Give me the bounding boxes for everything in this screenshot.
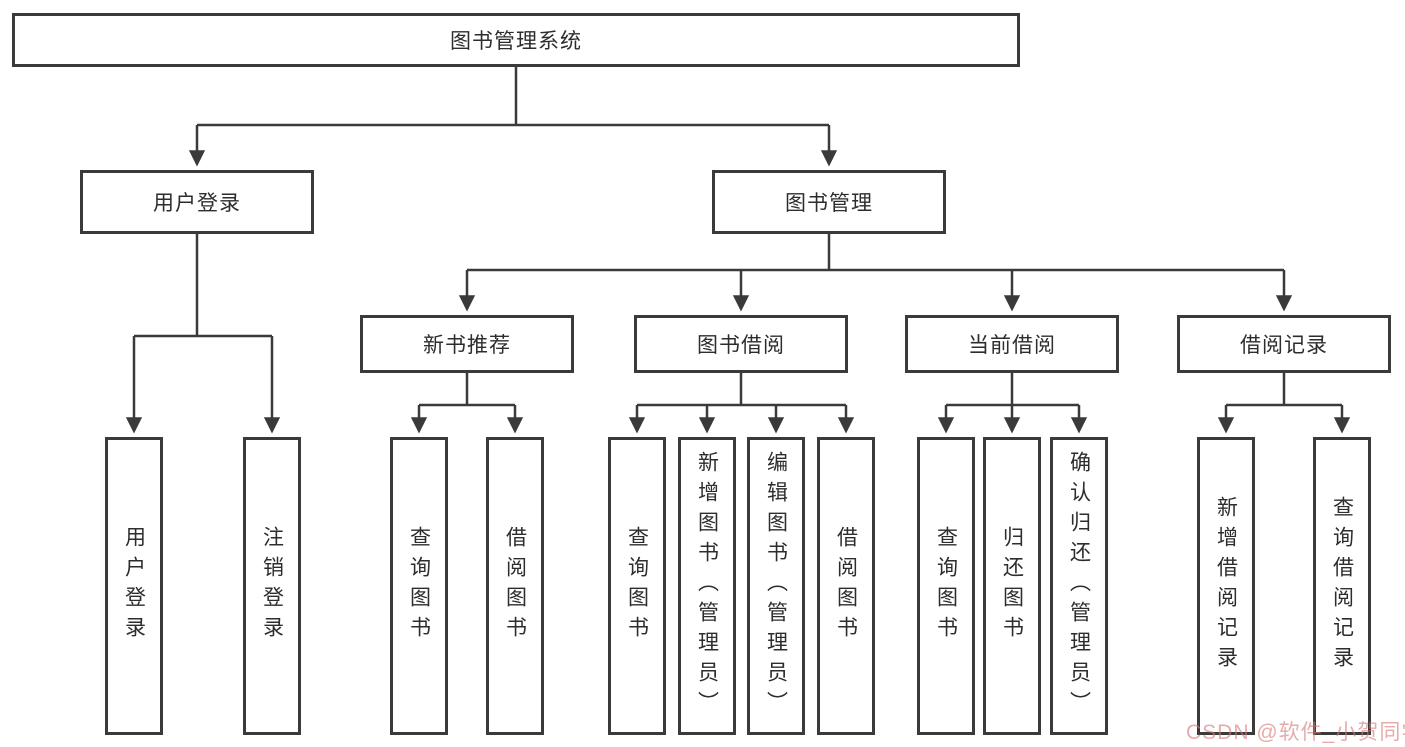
node-book-borrowing: 图书借阅 bbox=[634, 315, 848, 373]
leaf-query-books-recommend: 查询图书 bbox=[390, 437, 448, 735]
leaf-confirm-return-admin: 确认归还（管理员） bbox=[1050, 437, 1108, 735]
node-label: 查询图书 bbox=[407, 526, 431, 646]
node-label: 新增图书（管理员） bbox=[695, 451, 719, 721]
node-label: 借阅图书 bbox=[834, 526, 858, 646]
node-label: 图书借阅 bbox=[697, 334, 785, 357]
node-user-login-module: 用户登录 bbox=[80, 170, 314, 234]
leaf-borrow-books: 借阅图书 bbox=[817, 437, 875, 735]
node-label: 查询图书 bbox=[934, 526, 958, 646]
node-label: 图书管理 bbox=[785, 192, 873, 215]
node-library-system: 图书管理系统 bbox=[12, 13, 1020, 67]
leaf-query-books-current: 查询图书 bbox=[917, 437, 975, 735]
node-label: 查询图书 bbox=[625, 526, 649, 646]
node-label: 借阅图书 bbox=[503, 526, 527, 646]
node-label: 编辑图书（管理员） bbox=[764, 451, 788, 721]
leaf-query-books-borrowing: 查询图书 bbox=[608, 437, 666, 735]
node-current-borrowing: 当前借阅 bbox=[905, 315, 1119, 373]
node-label: 查询借阅记录 bbox=[1330, 496, 1354, 676]
node-label: 归还图书 bbox=[1000, 526, 1024, 646]
node-book-management: 图书管理 bbox=[712, 170, 946, 234]
leaf-add-books-admin: 新增图书（管理员） bbox=[678, 437, 736, 735]
node-label: 用户登录 bbox=[153, 192, 241, 215]
node-label: 借阅记录 bbox=[1240, 334, 1328, 357]
node-label: 新增借阅记录 bbox=[1214, 496, 1238, 676]
node-label: 确认归还（管理员） bbox=[1067, 451, 1091, 721]
node-label: 新书推荐 bbox=[423, 334, 511, 357]
node-label: 用户登录 bbox=[122, 526, 146, 646]
leaf-return-books: 归还图书 bbox=[983, 437, 1041, 735]
node-new-book-recommend: 新书推荐 bbox=[360, 315, 574, 373]
leaf-edit-books-admin: 编辑图书（管理员） bbox=[747, 437, 805, 735]
leaf-borrow-books-recommend: 借阅图书 bbox=[486, 437, 544, 735]
leaf-add-borrow-record: 新增借阅记录 bbox=[1197, 437, 1255, 735]
leaf-query-borrow-record: 查询借阅记录 bbox=[1313, 437, 1371, 735]
leaf-logout: 注销登录 bbox=[243, 437, 301, 735]
leaf-user-login: 用户登录 bbox=[105, 437, 163, 735]
node-borrow-records: 借阅记录 bbox=[1177, 315, 1391, 373]
node-label: 注销登录 bbox=[260, 526, 284, 646]
csdn-watermark: CSDN @软件_小贺同学 bbox=[1186, 721, 1405, 744]
node-label: 当前借阅 bbox=[968, 334, 1056, 357]
node-label: 图书管理系统 bbox=[450, 30, 582, 53]
